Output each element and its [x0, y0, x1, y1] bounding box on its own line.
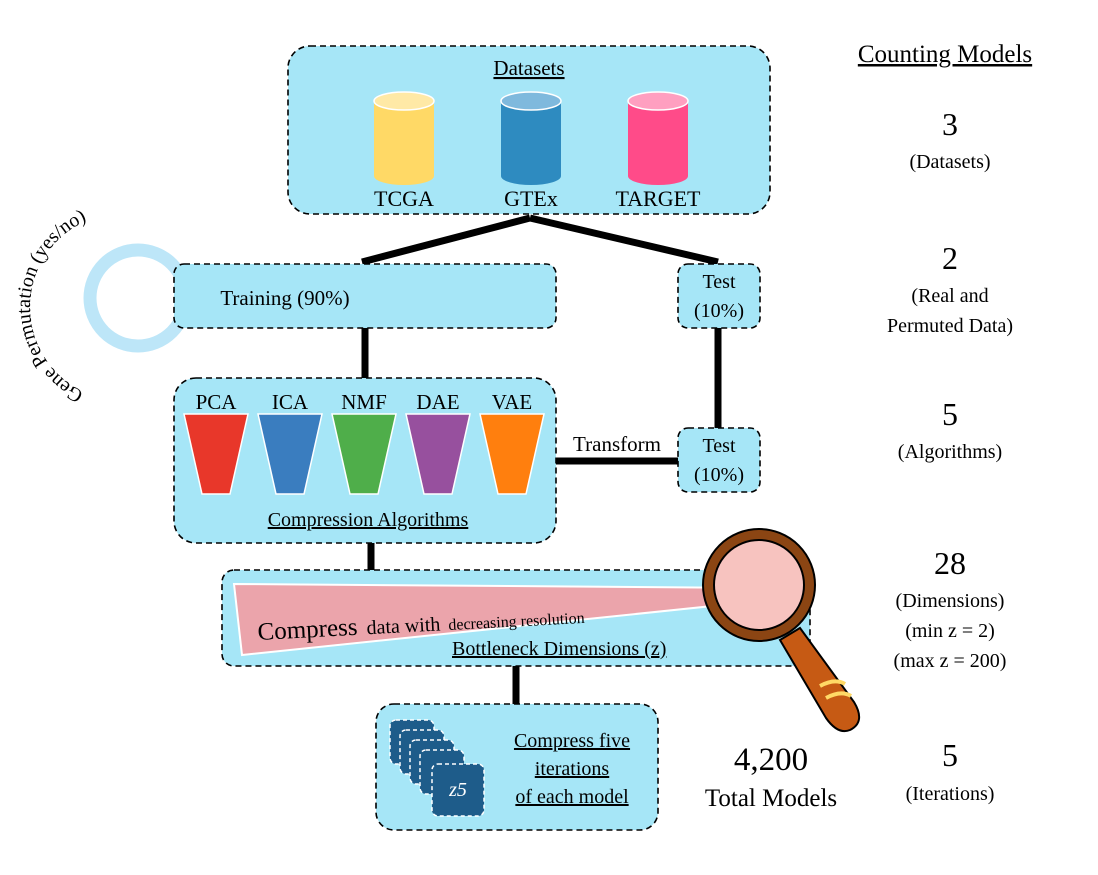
funnel-vae-icon	[479, 413, 545, 495]
algorithms-panel: PCA ICA NMF DAE VAE Compression Algorith…	[173, 377, 557, 544]
total-number: 4,200	[734, 742, 808, 778]
magnifying-glass-icon	[702, 528, 861, 733]
iterations-line2: iterations	[535, 758, 610, 780]
training-box	[173, 263, 557, 329]
dataset-label-tcga: TCGA	[374, 186, 434, 211]
bottleneck-label: Bottleneck Dimensions (z)	[452, 638, 666, 660]
dataset-label-target: TARGET	[615, 186, 701, 211]
bottleneck-panel: Compress data with decreasing resolution…	[221, 569, 811, 667]
funnel-ica-icon	[257, 413, 323, 495]
count-permutation-number: 2	[942, 240, 958, 276]
test-top-line1: Test	[702, 271, 735, 293]
test-bottom-line2: (10%)	[694, 464, 744, 486]
total-label: Total Models	[705, 785, 837, 812]
count-datasets-label: (Datasets)	[909, 151, 990, 173]
iterations-panel: z5 Compress five iterations of each mode…	[375, 703, 659, 831]
connector-datasets-training	[361, 214, 531, 266]
count-dimensions-number: 28	[934, 545, 966, 581]
training-label: Training (90%)	[220, 286, 349, 310]
count-dimensions-label1: (Dimensions)	[896, 590, 1005, 612]
count-dimensions-label2: (min z = 2)	[905, 620, 995, 642]
cylinder-gtex-icon	[500, 91, 562, 185]
gene-permutation-cycle: Gene Permutation (yes/no)	[13, 205, 193, 407]
count-dimensions-label3: (max z = 200)	[894, 650, 1007, 672]
training-panel: Training (90%)	[173, 263, 557, 329]
funnel-pca-icon	[183, 413, 249, 495]
counting-column: Counting Models 3 (Datasets) 2 (Real and…	[858, 41, 1032, 805]
test-bottom-line1: Test	[702, 435, 735, 457]
count-iterations-label: (Iterations)	[906, 783, 995, 805]
total-models: 4,200 Total Models	[705, 742, 837, 812]
algo-label-dae: DAE	[416, 390, 459, 414]
datasets-title: Datasets	[493, 56, 564, 80]
test-bottom-panel: Test (10%)	[677, 427, 761, 493]
iterations-line3: of each model	[515, 786, 629, 808]
funnel-nmf-icon	[331, 413, 397, 495]
dataset-label-gtex: GTEx	[504, 186, 558, 211]
test-bottom-box	[677, 427, 761, 493]
connectors	[361, 214, 722, 704]
counting-title: Counting Models	[858, 41, 1032, 68]
cylinder-tcga-icon	[373, 91, 435, 185]
algo-label-vae: VAE	[492, 390, 532, 414]
test-top-box	[677, 263, 761, 329]
iteration-cards-stack: z5	[389, 719, 485, 817]
count-datasets-number: 3	[942, 106, 958, 142]
count-permutation-label2: Permuted Data)	[887, 315, 1013, 337]
test-top-panel: Test (10%)	[677, 263, 761, 329]
datasets-panel: Datasets TCGA GTEx TARGET	[287, 45, 771, 215]
count-iterations-number: 5	[942, 737, 958, 773]
algo-label-nmf: NMF	[341, 390, 387, 414]
connector-datasets-test	[529, 214, 719, 266]
count-algorithms-number: 5	[942, 396, 958, 432]
cycle-ring-icon	[83, 243, 193, 353]
algo-label-pca: PCA	[196, 390, 238, 414]
test-top-line2: (10%)	[694, 300, 744, 322]
count-permutation-label1: (Real and	[911, 285, 988, 307]
count-algorithms-label: (Algorithms)	[898, 441, 1002, 463]
cylinder-target-icon	[627, 91, 689, 185]
iterations-line1: Compress five	[514, 730, 630, 752]
algorithms-title: Compression Algorithms	[268, 509, 469, 531]
iteration-card-label: z5	[448, 779, 467, 801]
funnel-dae-icon	[405, 413, 471, 495]
transform-label: Transform	[573, 432, 661, 456]
gene-permutation-label: Gene Permutation (yes/no)	[13, 205, 89, 407]
algo-label-ica: ICA	[272, 390, 309, 414]
